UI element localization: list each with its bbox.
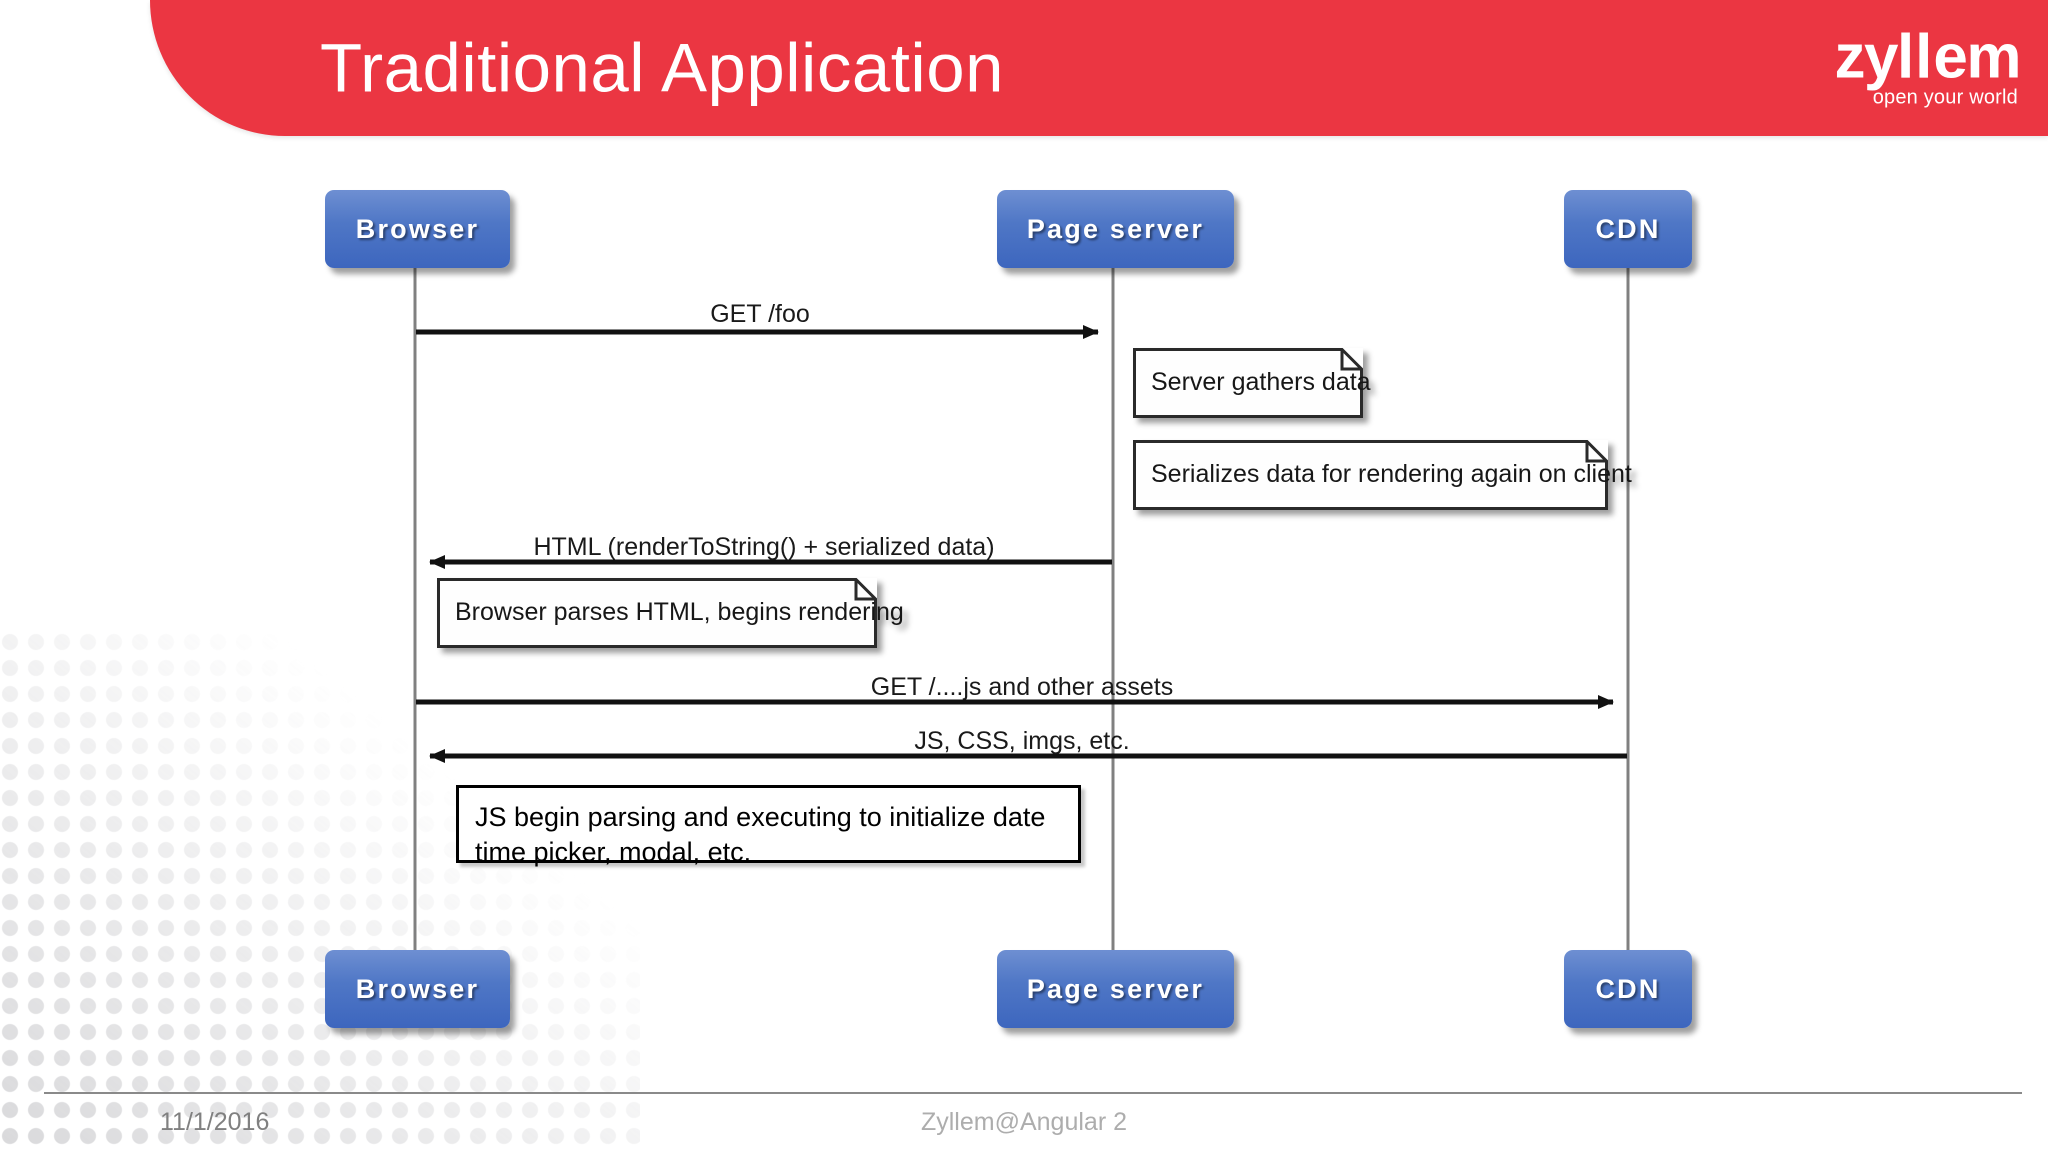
note-js-begin-parsing: JS begin parsing and executing to initia… [456,785,1081,867]
actor-browser-top[interactable]: Browser [325,190,510,268]
actor-label: Browser [355,973,480,1004]
note-shape [1133,348,1363,418]
actor-label: CDN [1595,973,1661,1004]
footer-divider [44,1092,2022,1094]
note-serializes-data: Serializes data for rendering again on c… [1133,440,1632,510]
message-label-html-response: HTML (renderToString() + serialized data… [533,533,995,561]
note-shape [437,578,877,648]
note-text: Serializes data for rendering again on c… [1151,460,1632,489]
logo-wordmark: zyllem [1834,26,2021,88]
slide-header-banner: Traditional Application zyllem open your… [150,0,2048,136]
footer-subtitle: Zyllem@Angular 2 [920,1108,1127,1136]
actor-cdn-bottom[interactable]: CDN [1564,950,1692,1028]
actor-browser-bottom[interactable]: Browser [325,950,510,1028]
logo-tagline: open your world [1872,86,2018,109]
page-title: Traditional Application [320,29,1005,107]
note-text: JS begin parsing and executing to initia… [475,802,1046,867]
logo-word-start: zy [1834,22,1898,92]
note-server-gathers-data: Server gathers data [1133,348,1371,418]
note-browser-parses-html: Browser parses HTML, begins rendering [437,578,904,648]
note-text: Server gathers data [1151,368,1371,397]
actor-label: Page server [1026,973,1205,1004]
note-text: Browser parses HTML, begins rendering [455,598,904,627]
footer-date: 11/1/2016 [160,1108,270,1136]
message-label-assets-response: JS, CSS, imgs, etc. [914,727,1130,755]
actor-label: Browser [355,213,480,244]
message-label-get-assets: GET /....js and other assets [870,673,1174,701]
actor-cdn-top[interactable]: CDN [1564,190,1692,268]
logo-word-bars: ll [1896,22,1934,92]
diagram-canvas [413,222,1630,960]
actor-label: Page server [1026,213,1205,244]
logo-word-end: em [1933,22,2021,92]
actor-page-server-bottom[interactable]: Page server [997,950,1234,1028]
note-shape [1133,440,1608,510]
sequence-diagram [0,136,2048,1092]
actor-page-server-top[interactable]: Page server [997,190,1234,268]
actor-label: CDN [1595,213,1661,244]
zyllem-logo: zyllem open your world [1834,26,2021,109]
message-label-get-foo: GET /foo [710,300,810,328]
